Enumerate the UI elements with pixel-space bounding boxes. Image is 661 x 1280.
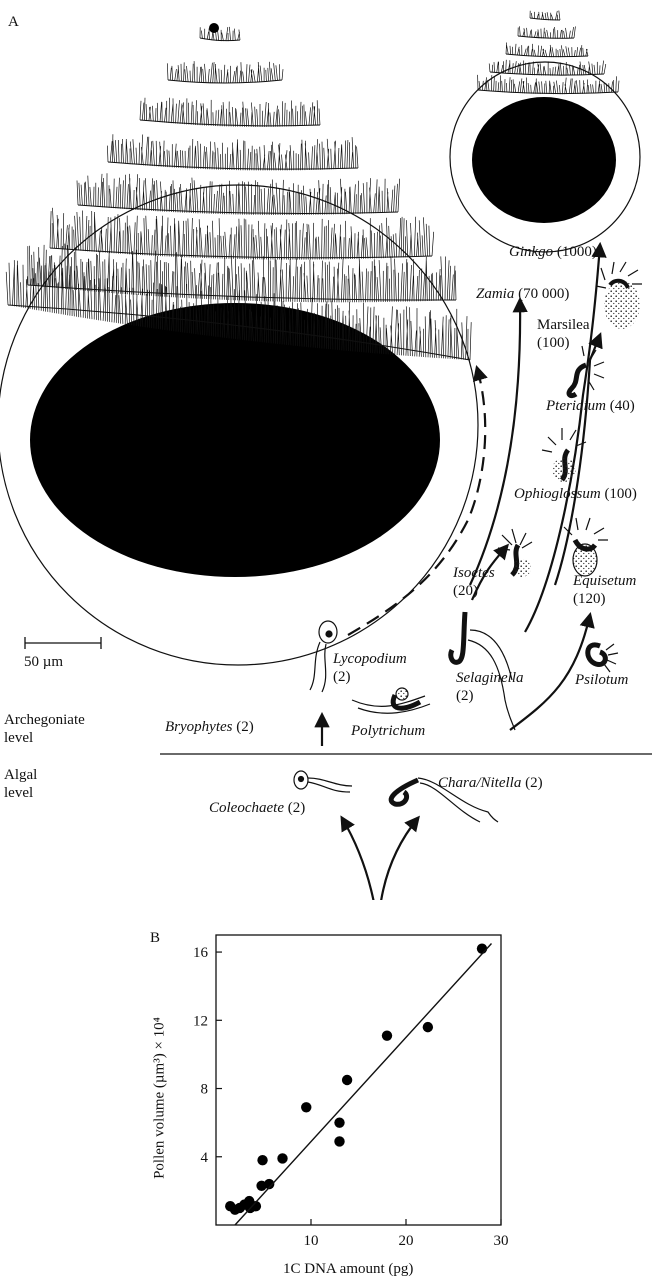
taxon-marsilea-name: Marsilea [537,317,590,333]
apex-dot [209,23,219,33]
taxon-ginkgo: Ginkgo (1000) [509,244,597,260]
panel-a-illustration [0,10,652,900]
spore-outline [0,184,479,666]
tier-band [5,260,472,361]
spermatozoid-glyphs [293,261,642,823]
taxon-selaginella-value: (2) [456,688,474,704]
y-tick-label: 8 [201,1082,209,1098]
x-tick-label: 30 [494,1233,509,1249]
taxon-ophioglossum: Ophioglossum (100) [514,486,637,502]
taxon-zamia: Zamia (70 000) [476,286,570,302]
selaginella-glyph [448,611,516,731]
x-axis-label: 1C DNA amount (pg) [283,1261,414,1277]
chart-fit-line [234,943,493,1226]
coleochaete-glyph [293,770,353,793]
level-label-algal-1: Algal [4,767,38,783]
data-point [334,1136,345,1147]
tier-band [107,134,359,171]
marsilea-glyph [595,261,642,329]
taxon-lycopodium-name: Lycopodium [333,651,407,667]
pteridium-glyph [566,345,605,399]
scale-bar-label: 50 µm [24,654,64,670]
arrow-selaginella-zamia [469,296,528,586]
taxon-pteridium: Pteridium (40) [546,398,635,414]
level-label-archegoniate-2: level [4,730,34,746]
data-point [422,1021,434,1033]
taxon-psilotum-name: Psilotum [575,672,629,688]
arrow-to-equisetum [509,611,595,731]
taxon-isoetes-value: (20) [453,583,478,599]
taxon-coleochaete: Coleochaete (2) [209,800,306,816]
data-point [277,1153,288,1164]
data-point [381,1030,393,1041]
y-axis-label: Pollen volume (µm³) × 10⁴ [151,1017,168,1179]
plot-frame [215,934,502,1226]
level-label-algal-2: level [4,785,34,801]
arrow-lycopodium-zamia-dashed [347,365,488,636]
regression-line [234,943,493,1226]
y-tick-label: 4 [201,1150,209,1166]
data-point [250,1201,262,1212]
data-point [334,1117,345,1128]
x-tick-label: 20 [399,1233,414,1249]
taxon-lycopodium-value: (2) [333,669,351,685]
data-point [301,1102,312,1113]
tier-band [529,10,561,21]
taxon-chara: Chara/Nitella (2) [438,775,543,791]
tier-band [76,173,400,216]
panel-a-label: A [8,14,19,30]
zamia-pollen-large [0,23,479,666]
ginkgo-pollen-small [449,10,641,253]
chart-points [225,943,488,1215]
hairy-tiers-small [477,10,620,95]
taxon-bryophytes: Bryophytes (2) [165,719,254,735]
taxon-equisetum-name: Equisetum [573,573,637,589]
pollen-volume-chart: 10 20 30 4 8 12 16 [193,934,509,1249]
chara-glyph [388,777,499,823]
tier-band [139,97,321,127]
spore-outline-small [449,61,641,253]
taxon-polytrichum-name: Polytrichum [351,723,426,739]
scale-bar [24,637,102,649]
x-tick-label: 10 [304,1233,319,1249]
nucleus [30,303,440,577]
tier-band [199,26,241,42]
tier-band [505,42,589,58]
data-point [476,943,488,954]
chart-ticks: 10 20 30 4 8 12 16 [193,945,509,1249]
equisetum-glyph [563,517,608,577]
ophioglossum-glyph [541,428,587,482]
isoetes-glyph [497,528,533,577]
arrow-polytrichum-isoetes [470,543,510,601]
psilotum-glyph [585,642,619,673]
data-point [264,1178,275,1190]
tier-band [27,243,457,303]
arrow-to-chara [380,815,420,900]
y-tick-label: 16 [193,945,209,961]
lycopodium-glyph [309,620,338,693]
tier-band [517,26,576,39]
taxon-selaginella-name: Selaginella [456,670,524,686]
taxon-isoetes-name: Isoetes [453,565,495,581]
hairy-tiers [5,23,472,361]
taxon-equisetum-value: (120) [573,591,606,607]
y-tick-label: 12 [193,1013,208,1029]
data-point [257,1154,268,1166]
arrow-to-coleochaete [340,815,375,900]
tier-band [477,74,620,95]
tier-band [166,61,284,84]
panel-b-label: B [150,930,161,946]
taxon-marsilea-value: (100) [537,335,570,351]
nucleus-small [472,97,616,223]
tier-band [49,207,435,260]
chart-axes [215,934,502,1226]
arrow-to-ginkgo [524,241,607,633]
data-point [341,1074,353,1086]
level-label-archegoniate-1: Archegoniate [4,712,85,728]
tier-band [488,59,607,76]
evolution-arrows [314,241,607,900]
polytrichum-glyph [351,687,431,714]
